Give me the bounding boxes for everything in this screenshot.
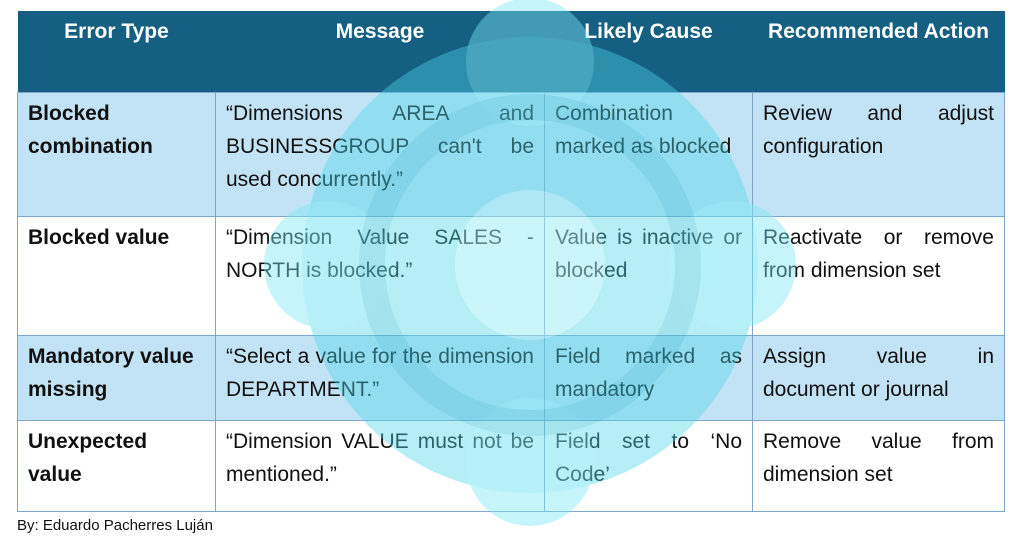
header-error-type: Error Type bbox=[17, 11, 216, 92]
header-recommended-action: Recommended Action bbox=[752, 11, 1005, 92]
cause-cell: Value is inactive or blocked bbox=[544, 215, 753, 336]
cause-cell: Combination marked as blocked bbox=[544, 91, 753, 217]
author-credit: By: Eduardo Pacherres Luján bbox=[17, 517, 213, 534]
message-cell: “Dimensions AREA and BUSINESSGROUP can't… bbox=[215, 91, 545, 217]
table-row: Blocked combination “Dimensions AREA and… bbox=[17, 91, 1005, 217]
header-message: Message bbox=[215, 11, 545, 92]
error-type-cell: Unexpected value bbox=[17, 419, 216, 512]
error-type-cell: Blocked combination bbox=[17, 91, 216, 217]
message-cell: “Dimension VALUE must not be mentioned.” bbox=[215, 419, 545, 512]
action-cell: Remove value from dimension set bbox=[752, 419, 1005, 512]
header-likely-cause: Likely Cause bbox=[544, 11, 753, 92]
message-cell: “Dimension Value SALES - NORTH is blocke… bbox=[215, 215, 545, 336]
cause-cell: Field set to ‘No Code’ bbox=[544, 419, 753, 512]
action-cell: Review and adjust configuration bbox=[752, 91, 1005, 217]
table-header-row: Error Type Message Likely Cause Recommen… bbox=[17, 11, 1005, 92]
table-row: Unexpected value “Dimension VALUE must n… bbox=[17, 419, 1005, 512]
error-table: Error Type Message Likely Cause Recommen… bbox=[17, 11, 1005, 512]
error-type-cell: Blocked value bbox=[17, 215, 216, 336]
action-cell: Assign value in document or journal bbox=[752, 334, 1005, 421]
cause-cell: Field marked as mandatory bbox=[544, 334, 753, 421]
error-type-cell: Mandatory value missing bbox=[17, 334, 216, 421]
table-row: Mandatory value missing “Select a value … bbox=[17, 334, 1005, 421]
table-row: Blocked value “Dimension Value SALES - N… bbox=[17, 215, 1005, 336]
action-cell: Reactivate or remove from dimension set bbox=[752, 215, 1005, 336]
message-cell: “Select a value for the dimension DEPART… bbox=[215, 334, 545, 421]
